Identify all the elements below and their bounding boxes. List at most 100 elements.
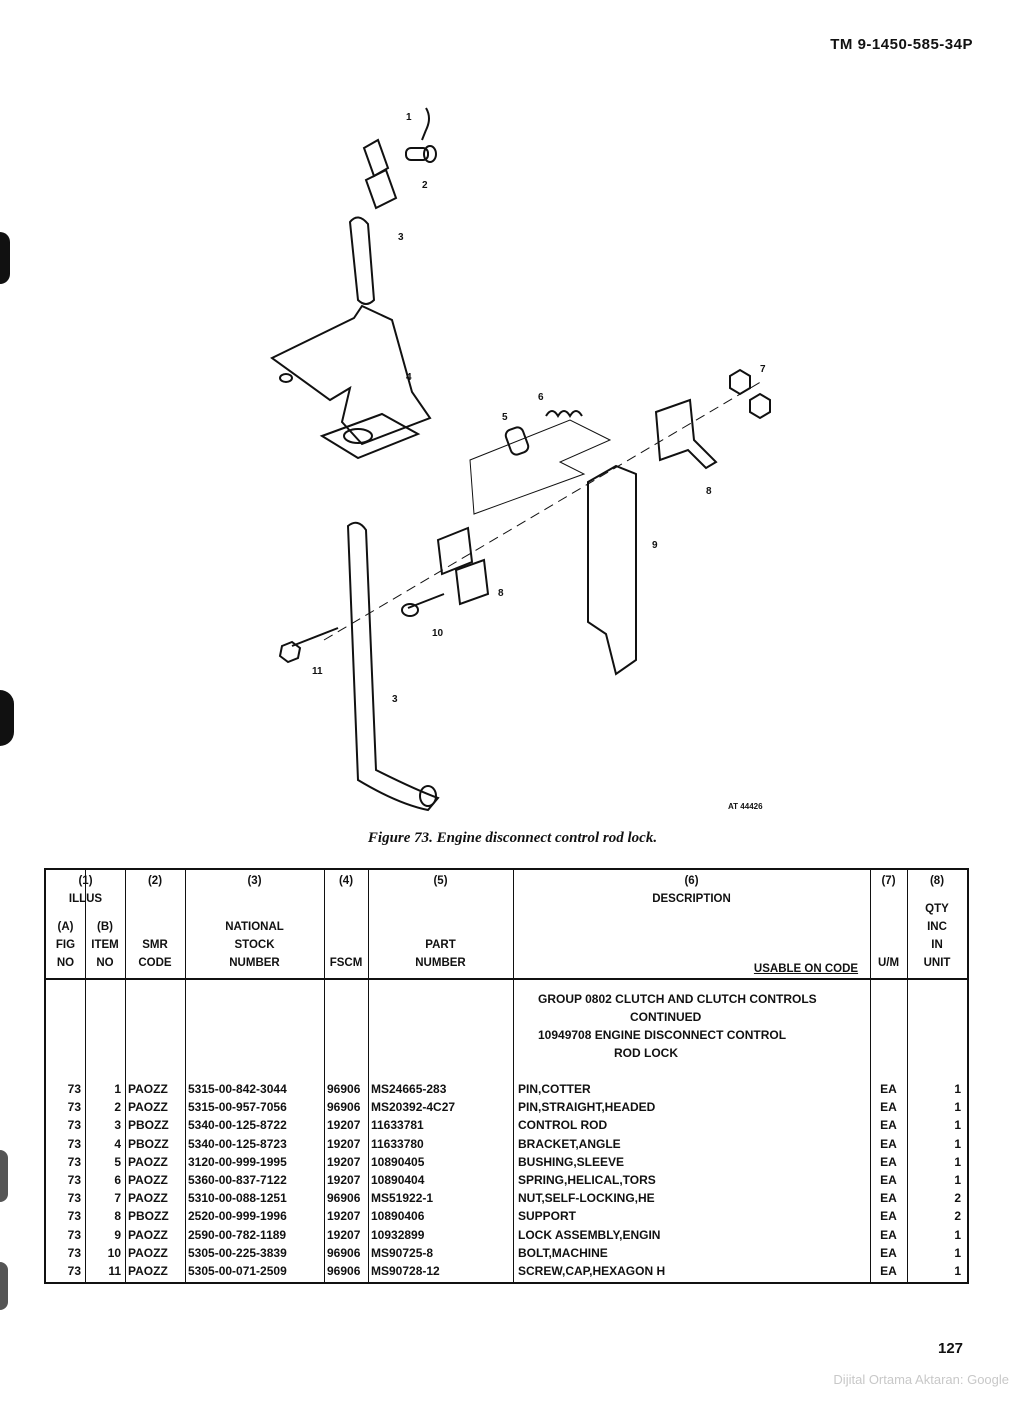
cell-fscm: 19207 xyxy=(327,1227,361,1242)
cell-nsn: 5305-00-071-2509 xyxy=(188,1264,287,1278)
header-b: (B) xyxy=(97,921,113,933)
header-stock: STOCK xyxy=(234,939,275,951)
cell-item: 6 xyxy=(114,1173,121,1187)
lock-assembly-part xyxy=(587,464,637,676)
cell-um: EA xyxy=(880,1264,897,1278)
cell-part: MS90728-12 xyxy=(371,1264,440,1278)
group-heading: GROUP 0802 CLUTCH AND CLUTCH CONTROLS CO… xyxy=(538,990,858,1062)
cell-qty: 1 xyxy=(954,1227,961,1242)
cell-fscm: 19207 xyxy=(327,1173,361,1187)
header-part: PART xyxy=(425,939,456,951)
clevis-part xyxy=(362,138,390,178)
cell-um: EA xyxy=(880,1191,897,1206)
binder-hole-mark xyxy=(0,232,10,284)
cell-fscm: 19207 xyxy=(327,1209,361,1224)
cell-desc: NUT,SELF-LOCKING,HE xyxy=(518,1191,655,1206)
cell-fig: 73 xyxy=(67,1136,81,1151)
header-code: CODE xyxy=(138,957,172,969)
headed-pin-part xyxy=(405,147,429,161)
callout-label: 8 xyxy=(706,486,712,497)
cell-part: 10890406 xyxy=(371,1209,425,1224)
cell-fig: 73 xyxy=(67,1173,81,1187)
control-rod-lower xyxy=(346,521,440,812)
group-line: ROD LOCK xyxy=(614,1046,678,1060)
cell-fig: 73 xyxy=(67,1209,81,1224)
header-col7: (7) xyxy=(881,875,896,887)
binder-hole-mark xyxy=(0,1262,8,1310)
cell-um: EA xyxy=(880,1154,897,1169)
cell-fig: 73 xyxy=(67,1227,81,1242)
cell-smr: PAOZZ xyxy=(128,1245,168,1260)
callout-label: 3 xyxy=(392,694,398,705)
cell-desc: CONTROL ROD xyxy=(518,1118,608,1133)
document-id: TM 9-1450-585-34P xyxy=(830,36,973,53)
cell-fscm: 19207 xyxy=(327,1154,361,1169)
cell-fig: 73 xyxy=(67,1100,81,1115)
cell-smr: PAOZZ xyxy=(128,1154,168,1169)
group-line: 10949708 ENGINE DISCONNECT CONTROL xyxy=(538,1028,787,1042)
cell-part: 10890405 xyxy=(371,1154,425,1169)
cell-part: 10932899 xyxy=(371,1227,425,1242)
cell-fscm: 96906 xyxy=(327,1082,361,1096)
cell-fscm: 96906 xyxy=(327,1191,361,1206)
cell-smr: PAOZZ xyxy=(128,1264,168,1278)
cell-fig: 73 xyxy=(67,1082,81,1096)
cell-um: EA xyxy=(880,1118,897,1133)
cell-item: 9 xyxy=(114,1227,121,1242)
header-a: (A) xyxy=(57,921,74,933)
cell-qty: 1 xyxy=(954,1082,961,1096)
callout-label: 1 xyxy=(406,112,412,123)
spring-part xyxy=(545,410,583,418)
header-fscm: FSCM xyxy=(329,957,363,969)
header-col2: (2) xyxy=(147,875,163,887)
header-smr: SMR xyxy=(142,939,168,951)
header-inc: INC xyxy=(927,921,947,933)
cell-fscm: 19207 xyxy=(327,1136,361,1151)
callout-label: 11 xyxy=(312,666,323,677)
page-number: 127 xyxy=(938,1340,964,1357)
header-col5: (5) xyxy=(433,875,448,887)
cell-smr: PAOZZ xyxy=(128,1173,168,1187)
header-national: NATIONAL xyxy=(225,921,284,933)
header-usable-on-code: USABLE ON CODE xyxy=(753,963,859,975)
cell-um: EA xyxy=(880,1245,897,1260)
callout-label: 10 xyxy=(432,628,444,639)
group-line: GROUP 0802 CLUTCH AND CLUTCH CONTROLS xyxy=(538,992,817,1006)
callout-label: 4 xyxy=(406,372,412,383)
cell-qty: 2 xyxy=(954,1209,961,1224)
cell-um: EA xyxy=(880,1173,897,1187)
cell-nsn: 5340-00-125-8723 xyxy=(188,1136,287,1151)
watermark-text: Dijital Ortama Aktaran: Google xyxy=(833,1372,1009,1387)
cell-um: EA xyxy=(880,1209,897,1224)
header-qty: QTY xyxy=(925,903,949,915)
binder-hole-mark xyxy=(0,690,14,746)
cell-nsn: 5315-00-842-3044 xyxy=(188,1082,287,1096)
cell-item: 2 xyxy=(114,1100,121,1115)
group-line: CONTINUED xyxy=(630,1010,702,1024)
self-locking-nut-part xyxy=(729,368,751,396)
angle-bracket-part xyxy=(270,304,432,446)
cap-screw-part xyxy=(291,627,339,647)
header-item: ITEM xyxy=(91,939,119,951)
cell-item: 4 xyxy=(114,1136,121,1151)
header-col3: (3) xyxy=(247,875,262,887)
cell-nsn: 3120-00-999-1995 xyxy=(188,1154,287,1169)
cell-fig: 73 xyxy=(67,1264,81,1278)
cell-smr: PBOZZ xyxy=(128,1209,169,1224)
cell-qty: 1 xyxy=(954,1100,961,1115)
cotter-pin-part xyxy=(421,107,430,141)
cell-nsn: 5315-00-957-7056 xyxy=(188,1100,287,1115)
header-part-number: NUMBER xyxy=(415,957,466,969)
cell-desc: BRACKET,ANGLE xyxy=(518,1136,621,1151)
cell-qty: 1 xyxy=(954,1118,961,1133)
callout-label: 5 xyxy=(502,412,508,423)
cell-fscm: 96906 xyxy=(327,1100,361,1115)
cell-desc: BUSHING,SLEEVE xyxy=(518,1154,625,1169)
machine-bolt-part xyxy=(407,593,445,609)
